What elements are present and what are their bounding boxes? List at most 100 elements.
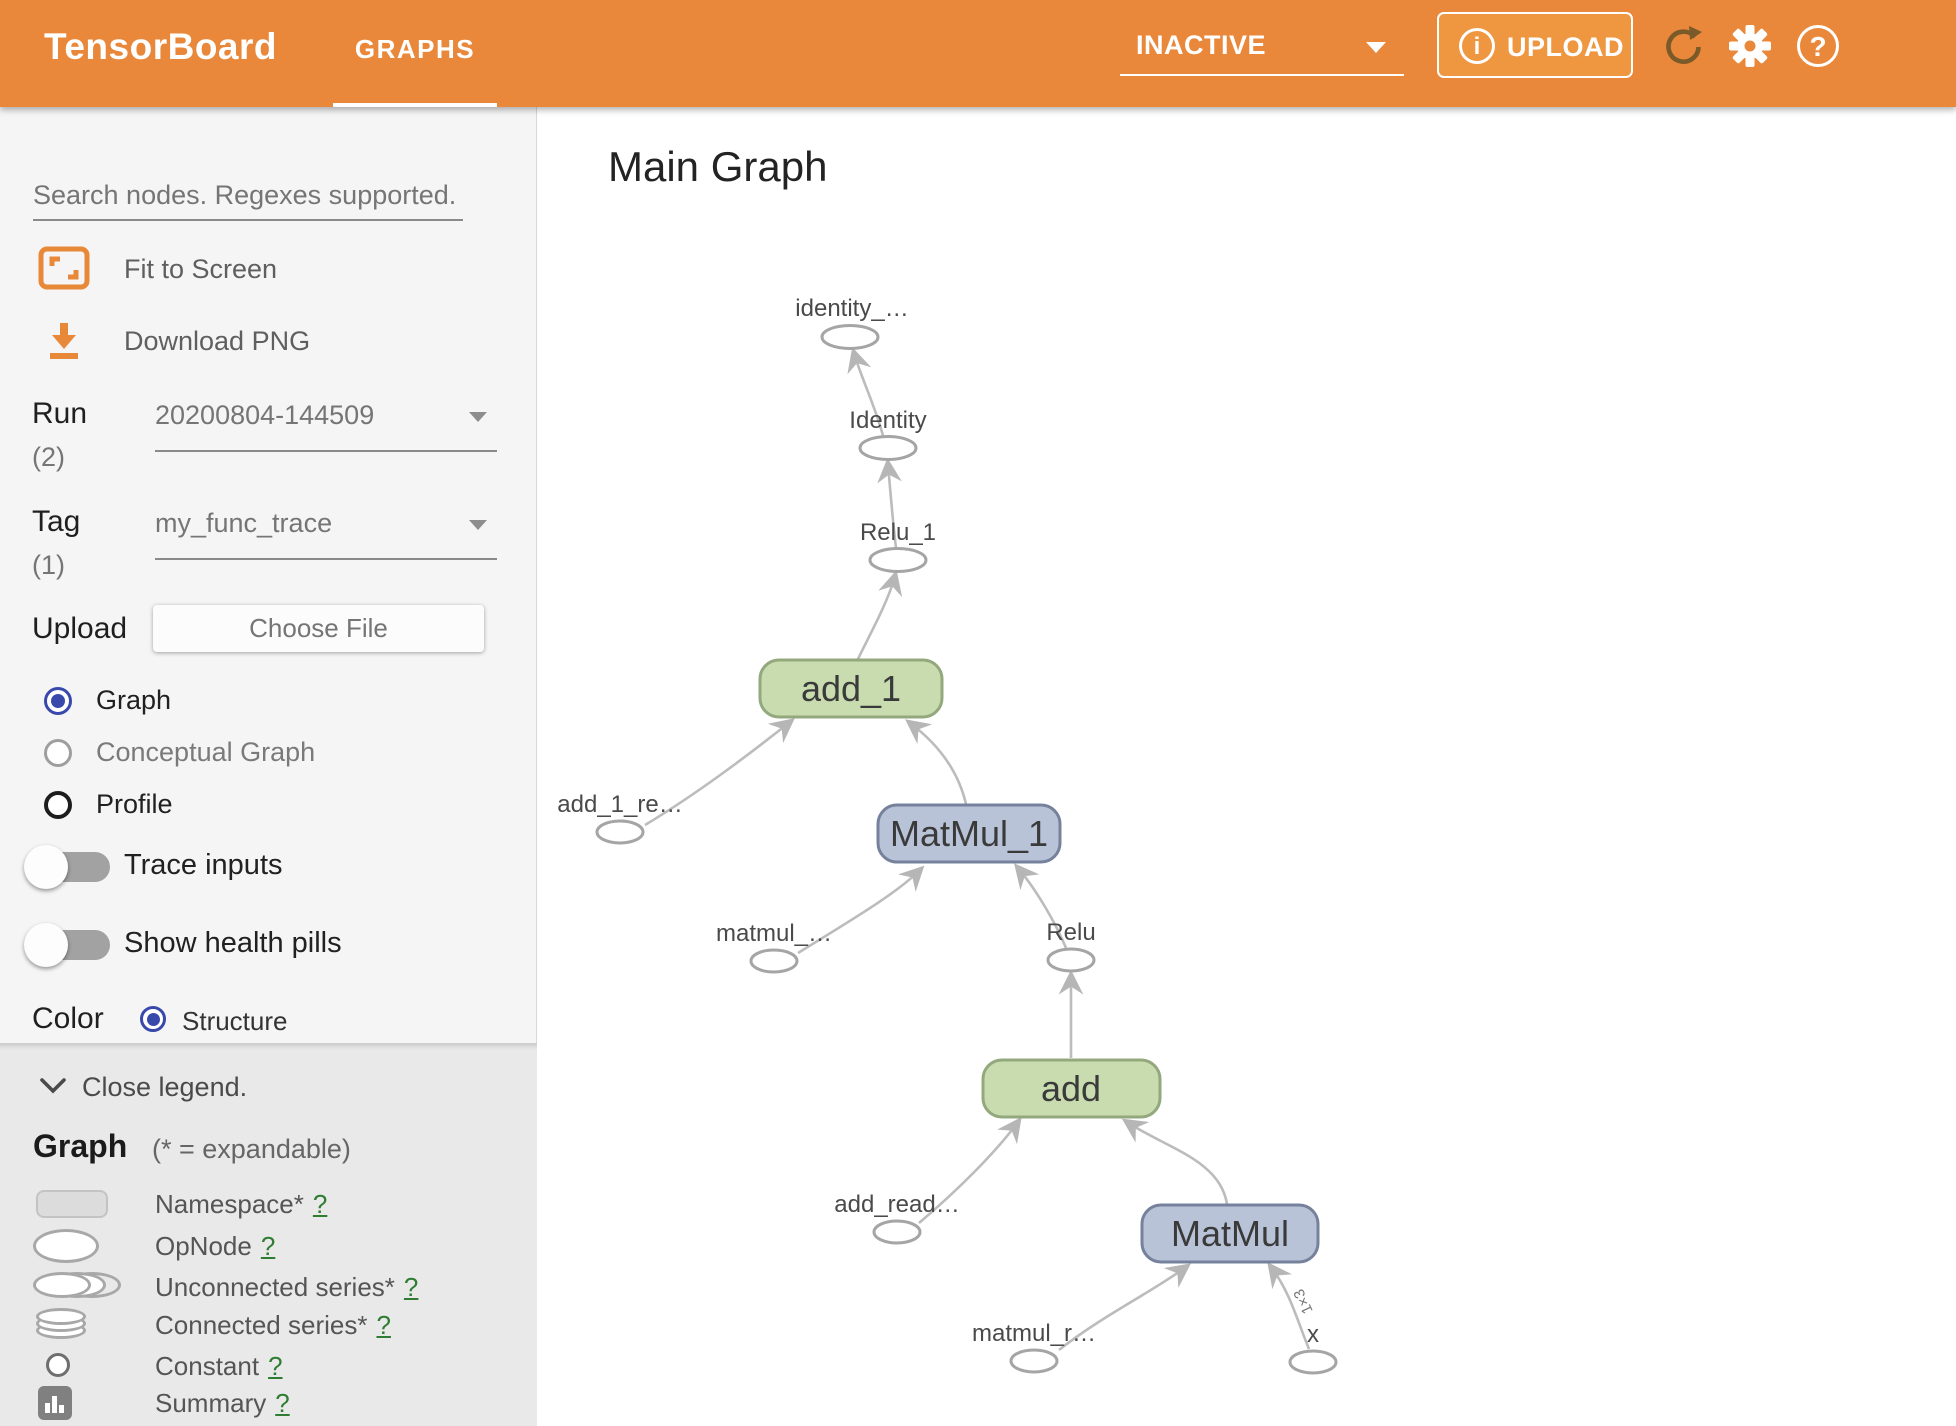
legend-heading: Graph (33, 1128, 128, 1164)
tab-graphs[interactable]: GRAPHS (333, 0, 497, 107)
legend-item-namespace: Namespace*? (0, 1187, 537, 1227)
tag-label: Tag (32, 505, 81, 538)
fit-to-screen-icon (38, 246, 90, 290)
radio-graph[interactable]: Graph (0, 682, 537, 722)
legend-item-label: Summary? (155, 1388, 290, 1418)
graph-op-nodes: add_1 MatMul_1 add MatMul (758, 658, 1320, 1264)
run-dropdown-underline (155, 450, 497, 452)
radio-profile-label: Profile (96, 789, 173, 819)
radio-graph-label: Graph (96, 685, 172, 715)
radio-profile[interactable]: Profile (0, 786, 537, 826)
svg-text:Identity: Identity (849, 407, 926, 434)
choose-file-button[interactable]: Choose File (153, 605, 484, 652)
edge-matmul1-to-add1 (905, 719, 968, 805)
legend-item-label: Namespace*? (155, 1189, 328, 1219)
node-add-read[interactable]: add_read… (834, 1191, 960, 1245)
color-label: Color (32, 1002, 104, 1035)
stack-ellipse-top (36, 1308, 86, 1325)
constant-circle-icon (46, 1353, 70, 1377)
edge-matmul-to-add (1121, 1118, 1229, 1205)
app-logo: TensorBoard (44, 26, 278, 67)
svg-text:Relu: Relu (1046, 919, 1095, 946)
svg-text:identity_…: identity_… (795, 295, 908, 322)
run-dropdown[interactable]: 20200804-144509 (155, 400, 497, 452)
radio-unselected-icon (44, 791, 72, 819)
status-dropdown-underline (1120, 74, 1404, 76)
help-icon[interactable]: ? (1797, 25, 1839, 67)
edge-matmulread-to-matmul (1058, 1263, 1191, 1352)
toggle-thumb (24, 845, 68, 889)
help-link[interactable]: ? (260, 1231, 276, 1261)
legend-item-label: OpNode? (155, 1231, 276, 1261)
search-input[interactable] (33, 171, 463, 221)
legend-item-label: Constant? (155, 1351, 283, 1381)
help-icon-glyph: ? (1809, 31, 1827, 62)
trace-inputs-toggle[interactable]: Trace inputs (0, 840, 537, 892)
radio-structure-icon[interactable] (140, 1006, 166, 1032)
node-add-1[interactable]: add_1 (758, 658, 944, 719)
svg-text:add_read…: add_read… (834, 1191, 959, 1218)
tag-count: (1) (32, 550, 65, 580)
tab-active-underline (333, 103, 497, 107)
download-png-button[interactable]: Download PNG (0, 314, 537, 370)
help-link[interactable]: ? (403, 1272, 419, 1302)
gear-icon[interactable] (1726, 22, 1774, 70)
node-matmul-1[interactable]: MatMul_1 (876, 803, 1062, 864)
sidebar: Fit to Screen Download PNG Run (2) 20200… (0, 107, 537, 1426)
refresh-icon[interactable] (1662, 24, 1704, 70)
help-link[interactable]: ? (312, 1189, 328, 1219)
tag-dropdown-underline (155, 558, 497, 560)
node-add[interactable]: add (981, 1058, 1162, 1119)
opnode-ellipse-icon (33, 1229, 99, 1263)
series-ellipse-front (33, 1272, 91, 1298)
radio-conceptual-graph[interactable]: Conceptual Graph (0, 734, 537, 774)
fit-to-screen-button[interactable]: Fit to Screen (0, 242, 537, 298)
legend-item-constant: Constant? (0, 1349, 537, 1389)
radio-conceptual-graph-label: Conceptual Graph (96, 737, 316, 767)
node-relu[interactable]: Relu (1046, 919, 1096, 973)
show-health-pills-label: Show health pills (124, 927, 342, 959)
svg-text:matmul_r…: matmul_r… (972, 1320, 1096, 1347)
node-relu-1[interactable]: Relu_1 (860, 519, 936, 573)
help-link[interactable]: ? (268, 1351, 283, 1381)
edge-relu-to-matmul1 (1014, 863, 1068, 949)
graph-canvas[interactable]: 1×3 add_1 MatMul_1 add MatMul (538, 107, 1956, 1426)
summary-icon (38, 1386, 72, 1420)
node-x[interactable]: x (1288, 1321, 1338, 1375)
radio-selected-icon (44, 687, 72, 715)
upload-button[interactable]: i UPLOAD (1437, 12, 1633, 78)
upload-file-label: Upload (32, 612, 128, 645)
legend-item-label: Connected series*? (155, 1310, 391, 1340)
show-health-pills-toggle[interactable]: Show health pills (0, 918, 537, 970)
download-png-label: Download PNG (124, 326, 311, 356)
node-matmul-1-read[interactable]: matmul_… (716, 920, 832, 974)
namespace-swatch-icon (36, 1190, 108, 1218)
tag-dropdown[interactable]: my_func_trace (155, 508, 497, 560)
tab-graphs-label: GRAPHS (354, 34, 476, 64)
run-count: (2) (32, 442, 65, 472)
node-identity[interactable]: Identity (849, 407, 927, 461)
node-matmul[interactable]: MatMul (1140, 1203, 1320, 1264)
help-link[interactable]: ? (376, 1310, 391, 1340)
status-dropdown[interactable]: INACTIVE (1120, 24, 1404, 76)
edge-relu1-to-identity (877, 457, 902, 549)
node-add-1-read[interactable]: add_1_re… (557, 791, 683, 845)
chevron-down-icon (1366, 42, 1386, 53)
svg-text:MatMul: MatMul (1171, 1213, 1289, 1254)
edge-addread-to-add (918, 1117, 1022, 1224)
fit-to-screen-label: Fit to Screen (124, 254, 278, 284)
edge-x-to-matmul (1267, 1262, 1311, 1350)
graph-edges: 1×3 (644, 347, 1317, 1352)
node-identity-read[interactable]: identity_… (795, 295, 909, 350)
svg-text:add_1: add_1 (801, 668, 901, 709)
page-title: Main Graph (608, 143, 828, 190)
chevron-down-icon (40, 1078, 66, 1094)
color-structure-label: Structure (182, 1006, 288, 1036)
svg-text:matmul_…: matmul_… (716, 920, 832, 947)
node-matmul-read[interactable]: matmul_r… (972, 1320, 1096, 1374)
close-legend-button[interactable]: Close legend. (0, 1068, 537, 1108)
legend-item-summary: Summary? (0, 1386, 537, 1426)
radio-unselected-icon (44, 739, 72, 767)
help-link[interactable]: ? (275, 1388, 290, 1418)
run-dropdown-value: 20200804-144509 (155, 400, 375, 430)
